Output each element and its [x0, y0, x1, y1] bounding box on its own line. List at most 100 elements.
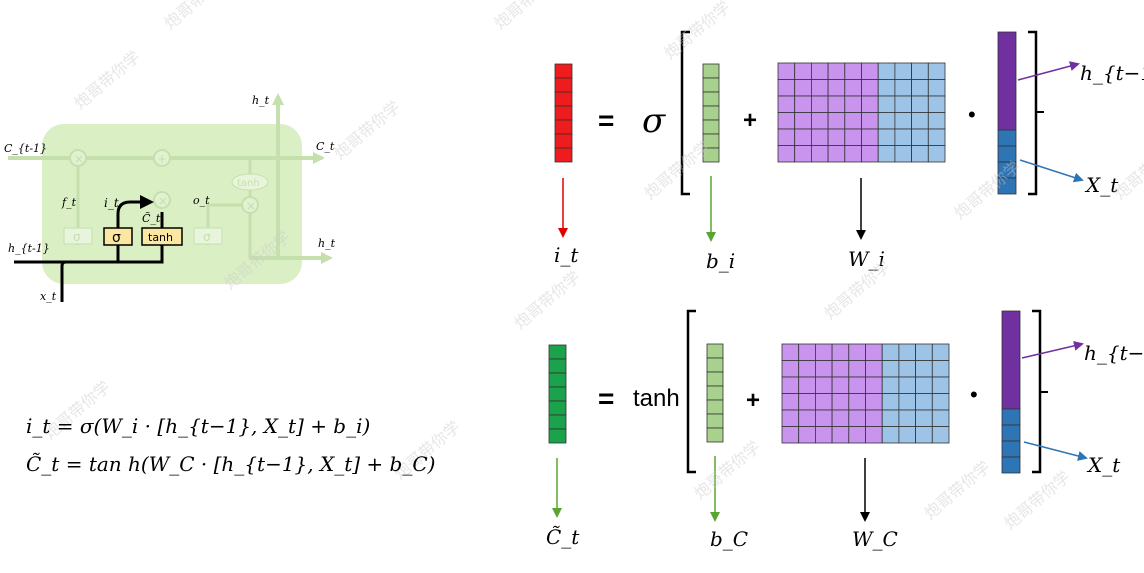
o-t-label: o_t [193, 194, 210, 207]
weight-cell [898, 409, 917, 427]
watermark-text: 炮哥带你学 [640, 137, 714, 203]
weight-cell [844, 62, 862, 80]
sigma-gate-label: σ [112, 230, 121, 246]
weight-cell [827, 145, 846, 163]
weight-cell [827, 112, 846, 130]
weight-cell [794, 112, 812, 130]
dot-operator-top: • [968, 102, 976, 127]
watermark-text: 炮哥带你学 [510, 267, 584, 333]
arrow-to-hprev-bottom [1021, 340, 1084, 359]
weight-cell [815, 376, 833, 394]
watermark-text: 炮哥带你学 [160, 0, 234, 33]
weight-cell [827, 95, 846, 113]
c-prev-label: C_{t-1} [4, 142, 47, 155]
arrow-to-xt-bottom [1023, 441, 1088, 461]
svg-text:σ: σ [73, 230, 81, 244]
weight-cell [915, 376, 933, 394]
f-t-label: f_t [61, 196, 77, 209]
weight-cell [894, 95, 913, 113]
bias-top-cell [702, 91, 720, 107]
weight-cell [861, 128, 879, 146]
lstm-cell-figure: × + × × σ σ tanh h_t C_{t-1} C_t h_t f_t… [4, 93, 336, 303]
input-gate-cell [554, 119, 573, 135]
tanh-faded-label: tanh [237, 178, 260, 189]
sigma-gate-box [103, 227, 133, 246]
weight-cell [865, 393, 883, 411]
weight-cell [881, 393, 900, 411]
equals-sign-bottom: = [598, 383, 614, 414]
forget-multiply-icon [69, 149, 87, 167]
weight-cell [848, 409, 866, 427]
candidate-cell [548, 344, 567, 360]
h-t-top-label: h_t [252, 94, 270, 107]
weight-cell [848, 360, 866, 378]
weight-cell [781, 409, 800, 427]
label-it: i_t [554, 243, 579, 267]
x-segment-cell [997, 177, 1017, 195]
weight-cell [881, 376, 900, 394]
weight-cell [811, 128, 829, 146]
svg-text:×: × [74, 152, 84, 166]
left-bracket-bottom [686, 309, 696, 474]
weight-cell [798, 360, 816, 378]
equation-candidate: C̃_t = tan h(W_C · [h_{t−1}, X_t] + b_C) [26, 452, 436, 476]
label-wc: W_C [852, 527, 898, 551]
weight-cell [777, 112, 796, 130]
weight-cell [898, 426, 917, 444]
label-hprev-bottom: h_{t−1} [1084, 341, 1144, 365]
weight-cell [931, 376, 950, 394]
weight-cell [798, 426, 816, 444]
i-t-cell-label: i_t [104, 196, 119, 210]
weight-cell [898, 360, 917, 378]
label-bi: b_i [706, 249, 735, 273]
weight-cell [898, 343, 917, 361]
bias-bottom-cell [706, 399, 724, 415]
weight-cell [811, 112, 829, 130]
label-wi: W_i [848, 247, 885, 271]
input-gate-vector [554, 63, 573, 163]
weight-cell [831, 343, 850, 361]
weight-cell [861, 145, 879, 163]
weight-cell [865, 426, 883, 444]
weight-cell [781, 376, 800, 394]
weight-cell [865, 376, 883, 394]
weight-cell [781, 426, 800, 444]
weight-cell [898, 376, 917, 394]
weight-cell [915, 409, 933, 427]
candidate-row: = tanh + • C̃_t b_C W_C h_{t−1} X_t [546, 309, 1144, 551]
bias-top-cell [702, 147, 720, 163]
candidate-vector [548, 344, 567, 444]
weight-cell [794, 79, 812, 97]
weight-cell [865, 343, 883, 361]
weight-cell [794, 62, 812, 80]
weight-cell [827, 62, 846, 80]
weight-cell [877, 145, 896, 163]
arrow-to-hprev-top [1017, 61, 1080, 81]
weight-cell [811, 79, 829, 97]
svg-text:×: × [158, 194, 168, 208]
weight-cell [915, 393, 933, 411]
weight-cell [915, 343, 933, 361]
label-xt-top: X_t [1084, 173, 1119, 197]
concat-vector-top [997, 31, 1017, 195]
bias-top-cell [702, 119, 720, 135]
input-gate-cell [554, 105, 573, 121]
weight-cell [844, 145, 862, 163]
weight-cell [815, 393, 833, 411]
weight-cell [815, 360, 833, 378]
x-t-cell-label: x_t [40, 290, 57, 303]
weight-cell [848, 426, 866, 444]
weight-cell [881, 343, 900, 361]
weight-cell [794, 95, 812, 113]
weight-cell [781, 360, 800, 378]
weight-cell [931, 409, 950, 427]
candidate-cell [548, 414, 567, 430]
dot-operator-bottom: • [970, 382, 978, 407]
x-segment-cell [1001, 408, 1021, 426]
weight-cell [844, 112, 862, 130]
weight-cell [911, 145, 929, 163]
weight-cell [777, 128, 796, 146]
weight-cell [894, 112, 913, 130]
weight-cell [927, 128, 946, 146]
candidate-cell [548, 428, 567, 444]
